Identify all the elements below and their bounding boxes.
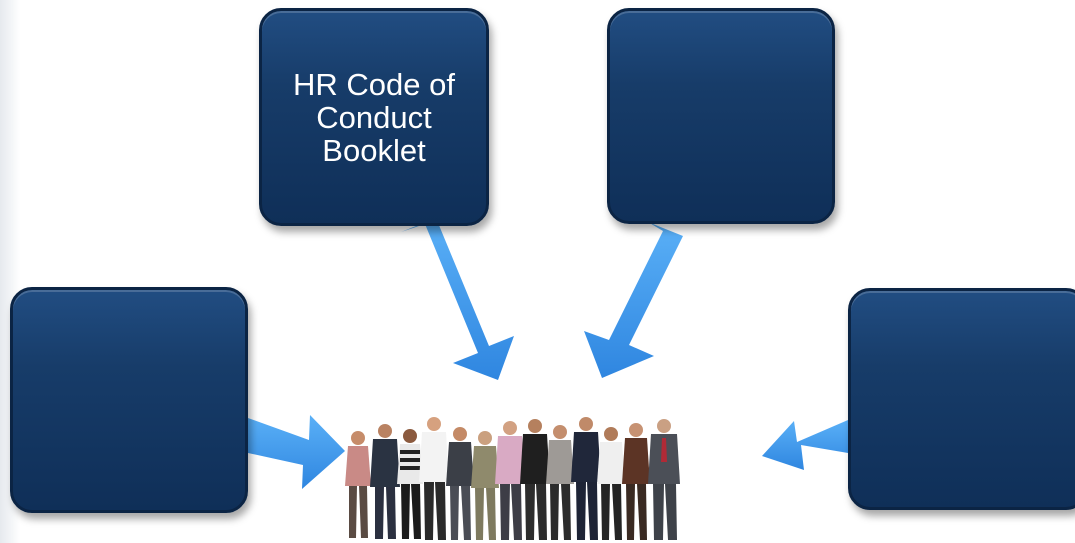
arrow-from-left-box xyxy=(248,415,345,489)
arrow-from-top-left-box xyxy=(401,218,514,380)
arrow-from-top-right-box xyxy=(584,222,683,378)
box-right xyxy=(848,288,1075,510)
box-top-left: HR Code of Conduct Booklet xyxy=(259,8,489,226)
person-figures xyxy=(345,417,680,540)
box-left xyxy=(10,287,248,513)
box-top-right xyxy=(607,8,835,224)
group-of-people-image xyxy=(345,417,680,540)
box-label-hr-code-of-conduct-booklet: HR Code of Conduct Booklet xyxy=(293,66,455,168)
arrow-from-right-box xyxy=(762,420,848,470)
